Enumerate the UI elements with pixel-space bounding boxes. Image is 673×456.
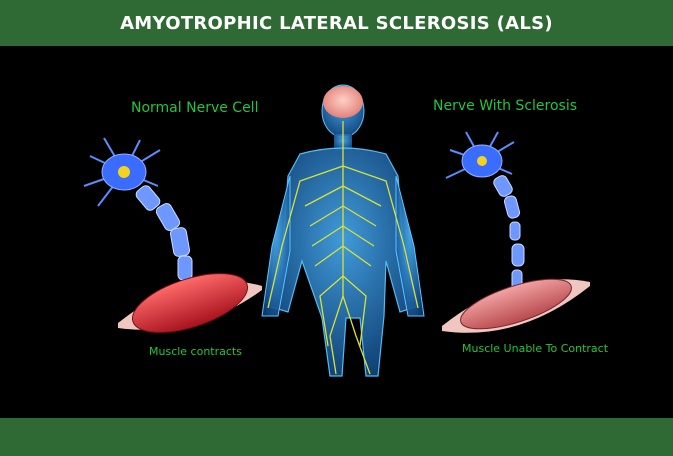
muscle-unable-label: Muscle Unable To Contract bbox=[462, 342, 608, 355]
title-banner: AMYOTROPHIC LATERAL SCLEROSIS (ALS) bbox=[0, 0, 673, 46]
nucleus-icon bbox=[118, 166, 130, 178]
normal-neuron bbox=[84, 138, 196, 300]
nucleus-icon bbox=[477, 156, 487, 166]
brain-icon bbox=[323, 86, 363, 118]
nerve-with-sclerosis-label: Nerve With Sclerosis bbox=[433, 98, 577, 114]
muscle-contracts-label: Muscle contracts bbox=[149, 345, 242, 358]
footer-banner bbox=[0, 418, 673, 456]
sclerosis-neuron bbox=[446, 132, 528, 308]
normal-nerve-cell-label: Normal Nerve Cell bbox=[131, 100, 258, 116]
page-title: AMYOTROPHIC LATERAL SCLEROSIS (ALS) bbox=[120, 13, 553, 34]
human-body bbox=[262, 85, 424, 376]
